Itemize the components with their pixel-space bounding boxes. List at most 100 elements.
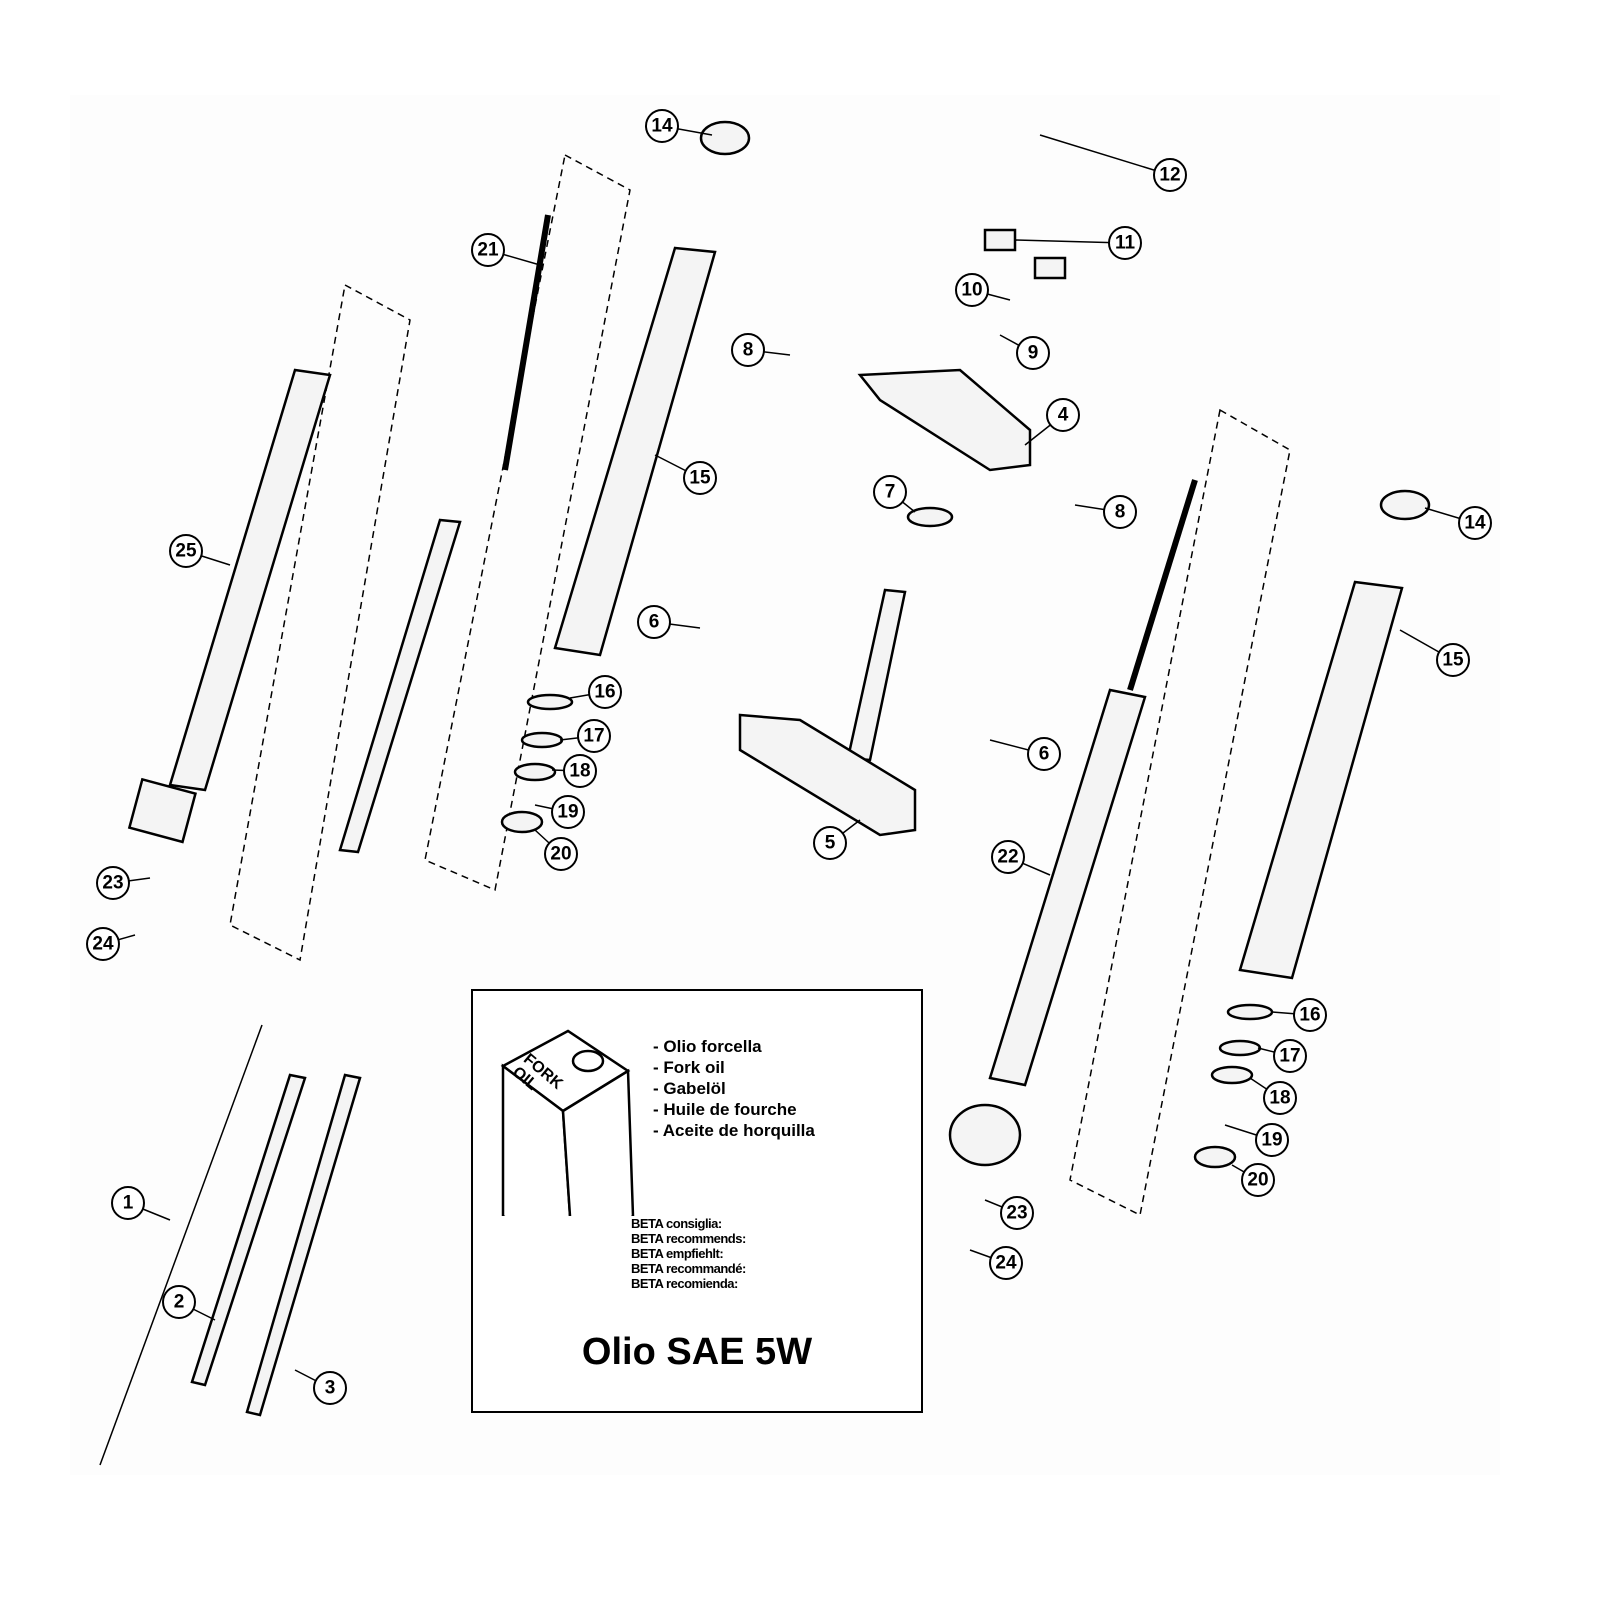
callout-circle [544,837,578,871]
callout-circle [96,866,130,900]
callout-number: 6 [1039,744,1050,765]
callout-24: 24 [86,927,136,961]
callout-8: 8 [1074,495,1137,529]
callout-number: 12 [1159,165,1180,186]
recommendation: BETA recomienda: [631,1276,738,1291]
callout-number: 24 [995,1253,1017,1274]
callout-number: 17 [1279,1046,1300,1067]
callout-23: 23 [984,1196,1034,1230]
callout-19: 19 [534,795,585,829]
callout-circle [989,1246,1023,1280]
callout-circle [169,534,203,568]
callout-circle [1241,1163,1275,1197]
oil-grade: Olio SAE 5W [581,1331,813,1373]
callout-9: 9 [999,334,1050,370]
callout-number: 23 [102,873,123,894]
part-11-clamp [983,228,1017,252]
callout-circle [111,1186,145,1220]
part-22-rod [1127,479,1198,691]
oil-name: - Aceite de horquilla [653,1121,815,1140]
callout-circle [1458,506,1492,540]
callout-number: 7 [885,482,896,503]
callout-circle [1103,495,1137,529]
callout-circle [313,1371,347,1405]
callout-circle [955,273,989,307]
fork-oil-info-box: FORK OIL - Olio forcella - Fork oil - Ga… [471,989,923,1413]
callout-15: 15 [654,454,717,495]
callout-2: 2 [162,1285,216,1321]
callout-number: 15 [1442,650,1464,671]
callout-circle [86,927,120,961]
callout-circle [1046,398,1080,432]
dashed-box-left [229,283,411,962]
callout-number: 14 [651,116,673,137]
callout-3: 3 [294,1369,347,1405]
callout-4: 4 [1024,398,1080,446]
leader-line [1014,239,1126,244]
callout-7: 7 [873,475,916,513]
part-15-tube-right [1238,580,1404,980]
callout-12: 12 [1039,134,1187,192]
part-2-leg [190,1073,307,1387]
callout-number: 23 [1006,1203,1027,1224]
part-4-top-clamp [857,368,1032,472]
callout-21: 21 [471,233,541,267]
callout-number: 16 [594,682,615,703]
callout-number: 8 [1115,502,1126,523]
callout-number: 6 [649,612,660,633]
callout-circle [471,233,505,267]
callout-circle [731,333,765,367]
callout-8: 8 [731,333,791,367]
part-25-tube [168,368,332,792]
callout-22: 22 [991,840,1051,876]
callout-5: 5 [813,819,861,860]
callout-circle [162,1285,196,1319]
callout-15: 15 [1399,629,1470,677]
callout-circle [588,675,622,709]
callout-number: 3 [325,1378,336,1399]
callout-circle [1293,998,1327,1032]
dashed-box-right [1069,408,1291,1217]
part-22-foot [948,1103,1022,1167]
part-3-leg [245,1073,362,1417]
part-21-cartridge [338,518,462,854]
leader-line [1039,134,1171,176]
part-20-bush [500,810,544,834]
part-16-seal [526,693,574,711]
part-22-tube [988,688,1147,1087]
callout-25: 25 [169,534,231,568]
callout-circle [813,826,847,860]
part-5-bottom-clamp [738,713,917,837]
callout-number: 2 [174,1292,185,1313]
recommendation: BETA consiglia: [631,1216,722,1231]
callout-number: 1 [123,1193,134,1214]
oil-can-icon [500,1029,635,1216]
callout-11: 11 [1014,226,1142,260]
callout-circle [1000,1196,1034,1230]
callout-14: 14 [1424,506,1492,540]
callout-circle [991,840,1025,874]
part-14-cap-right [1379,489,1431,521]
callout-number: 20 [550,844,571,865]
callout-circle [1108,226,1142,260]
part-25-foot [127,777,197,844]
part-7-washer [906,506,954,528]
callout-number: 9 [1028,343,1039,364]
callout-number: 4 [1058,405,1069,426]
oil-names-list: - Olio forcella - Fork oil - Gabelöl - H… [653,1036,815,1141]
callout-number: 20 [1247,1170,1268,1191]
callout-16: 16 [1271,998,1327,1032]
part-17-seal [520,731,564,749]
part-18-seal [513,762,557,782]
callout-circle [1436,643,1470,677]
callout-18: 18 [1249,1077,1297,1115]
callout-10: 10 [955,273,1011,307]
callout-number: 14 [1464,513,1486,534]
part-16-seal-right [1226,1003,1274,1021]
callout-circle [1263,1081,1297,1115]
recommendations-list: BETA consiglia: BETA recommends: BETA em… [631,1216,746,1291]
oil-name: - Huile de fourche [653,1100,797,1119]
callout-6: 6 [989,737,1061,771]
callout-17: 17 [1257,1039,1307,1073]
callout-circle [1255,1123,1289,1157]
